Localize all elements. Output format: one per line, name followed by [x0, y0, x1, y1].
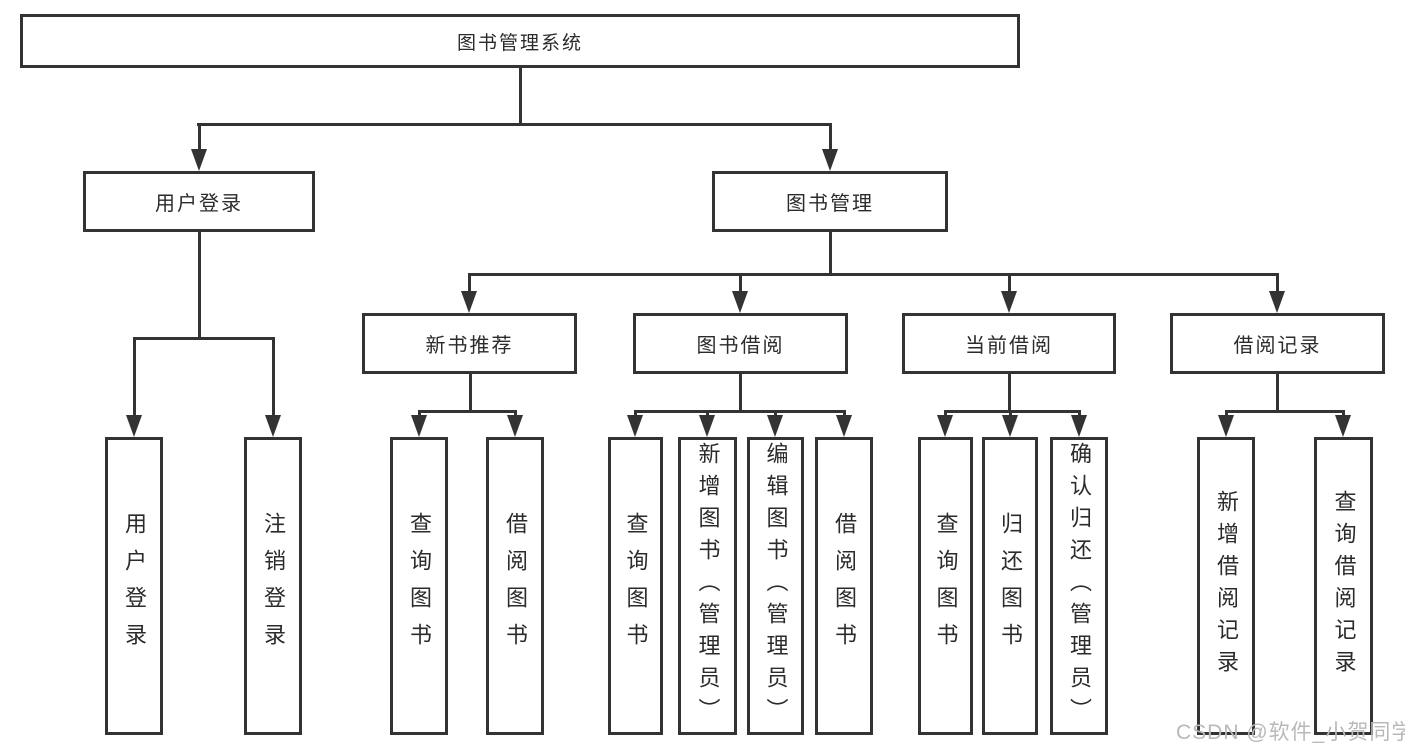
node-label: 新增借阅记录 [1214, 490, 1239, 682]
node-label: 图书管理系统 [456, 32, 583, 54]
connector-drop-current-borrow [1008, 273, 1011, 293]
leaf-query-borrow-record: 查询借阅记录 [1314, 437, 1373, 735]
connector-drop [944, 410, 947, 417]
connector-drop [514, 410, 517, 417]
node-book-borrowing: 图书借阅 [633, 313, 848, 374]
connector-root-rail [197, 123, 832, 126]
arrow-down-icon [1335, 415, 1351, 437]
connector-user-login-rail [133, 337, 274, 340]
connector-drop [1342, 410, 1345, 417]
connector-drop [1225, 410, 1228, 417]
node-library-management-system: 图书管理系统 [20, 14, 1020, 68]
connector-current-borrow-stem [1008, 374, 1011, 410]
leaf-confirm-return-admin: 确认归还（管理员） [1050, 437, 1108, 735]
node-label: 新书推荐 [425, 335, 514, 357]
connector-book-borrow-stem [739, 374, 742, 410]
leaf-logout: 注销登录 [244, 437, 302, 735]
arrow-down-icon [507, 415, 523, 437]
node-label: 借阅图书 [503, 512, 528, 660]
arrow-down-icon [1071, 415, 1087, 437]
leaf-query-books-borrowing: 查询图书 [608, 437, 663, 735]
leaf-add-book-admin: 新增图书（管理员） [678, 437, 737, 735]
arrow-down-icon [1218, 415, 1234, 437]
connector-new-book-rail [418, 410, 517, 413]
node-label: 查询图书 [623, 512, 649, 660]
connector-book-management-stem [829, 232, 832, 273]
leaf-user-login: 用户登录 [105, 437, 163, 735]
connector-drop-leaf-user-login [133, 337, 136, 417]
node-new-book-recommendation: 新书推荐 [362, 313, 577, 374]
node-book-management: 图书管理 [712, 171, 948, 232]
node-label: 归还图书 [998, 512, 1023, 660]
arrow-down-icon [411, 415, 427, 437]
node-user-login: 用户登录 [83, 171, 315, 232]
connector-drop [706, 410, 709, 417]
leaf-query-books-recommend: 查询图书 [390, 437, 448, 735]
arrow-down-icon [822, 149, 838, 171]
node-label: 图书管理 [786, 193, 874, 215]
node-label: 确认归还（管理员） [1067, 442, 1092, 730]
connector-drop [1009, 410, 1012, 417]
watermark: CSDN @软件_小贺同学 [1176, 721, 1405, 744]
arrow-down-icon [461, 291, 477, 313]
node-label: 用户登录 [122, 512, 147, 660]
node-label: 注销登录 [261, 512, 286, 660]
connector-book-borrow-rail [634, 410, 845, 413]
arrow-down-icon [836, 415, 852, 437]
node-label: 当前借阅 [965, 335, 1053, 357]
arrow-down-icon [191, 149, 207, 171]
connector-user-login-stem [198, 232, 201, 337]
node-label: 新增图书（管理员） [695, 442, 721, 730]
node-label: 图书借阅 [696, 335, 785, 357]
leaf-add-borrow-record: 新增借阅记录 [1197, 437, 1255, 735]
leaf-borrow-books-recommend: 借阅图书 [486, 437, 544, 735]
connector-drop-user-login [198, 123, 201, 151]
arrow-down-icon [126, 415, 142, 437]
arrow-down-icon [767, 415, 783, 437]
node-label: 查询图书 [407, 512, 432, 660]
node-label: 用户登录 [155, 193, 243, 215]
connector-drop [843, 410, 846, 417]
connector-drop [634, 410, 637, 417]
node-label: 借阅记录 [1233, 335, 1322, 357]
leaf-edit-book-admin: 编辑图书（管理员） [747, 437, 804, 735]
arrow-down-icon [1002, 415, 1018, 437]
connector-drop [418, 410, 421, 417]
connector-drop-book-borrow [739, 273, 742, 293]
node-label: 编辑图书（管理员） [763, 442, 789, 730]
arrow-down-icon [627, 415, 643, 437]
connector-drop [1078, 410, 1081, 417]
connector-new-book-stem [469, 374, 472, 410]
node-label: 借阅图书 [832, 512, 857, 660]
node-label: 查询借阅记录 [1331, 490, 1357, 682]
arrow-down-icon [699, 415, 715, 437]
connector-borrow-records-rail [1225, 410, 1345, 413]
connector-drop [774, 410, 777, 417]
leaf-borrow-books-borrowing: 借阅图书 [815, 437, 873, 735]
arrow-down-icon [265, 415, 281, 437]
connector-book-management-rail [468, 273, 1278, 276]
connector-root-stem [519, 68, 522, 123]
leaf-return-books: 归还图书 [982, 437, 1038, 735]
connector-borrow-records-stem [1276, 374, 1279, 410]
connector-drop-new-book [468, 273, 471, 293]
connector-drop-borrow-records [1276, 273, 1279, 293]
node-label: 查询图书 [933, 512, 959, 660]
node-borrowing-records: 借阅记录 [1170, 313, 1385, 374]
leaf-query-books-current: 查询图书 [918, 437, 973, 735]
node-current-borrowing: 当前借阅 [902, 313, 1116, 374]
arrow-down-icon [732, 291, 748, 313]
arrow-down-icon [937, 415, 953, 437]
arrow-down-icon [1001, 291, 1017, 313]
arrow-down-icon [1269, 291, 1285, 313]
connector-drop-leaf-logout [272, 337, 275, 417]
connector-drop-book-management [829, 123, 832, 151]
connector-current-borrow-rail [944, 410, 1080, 413]
